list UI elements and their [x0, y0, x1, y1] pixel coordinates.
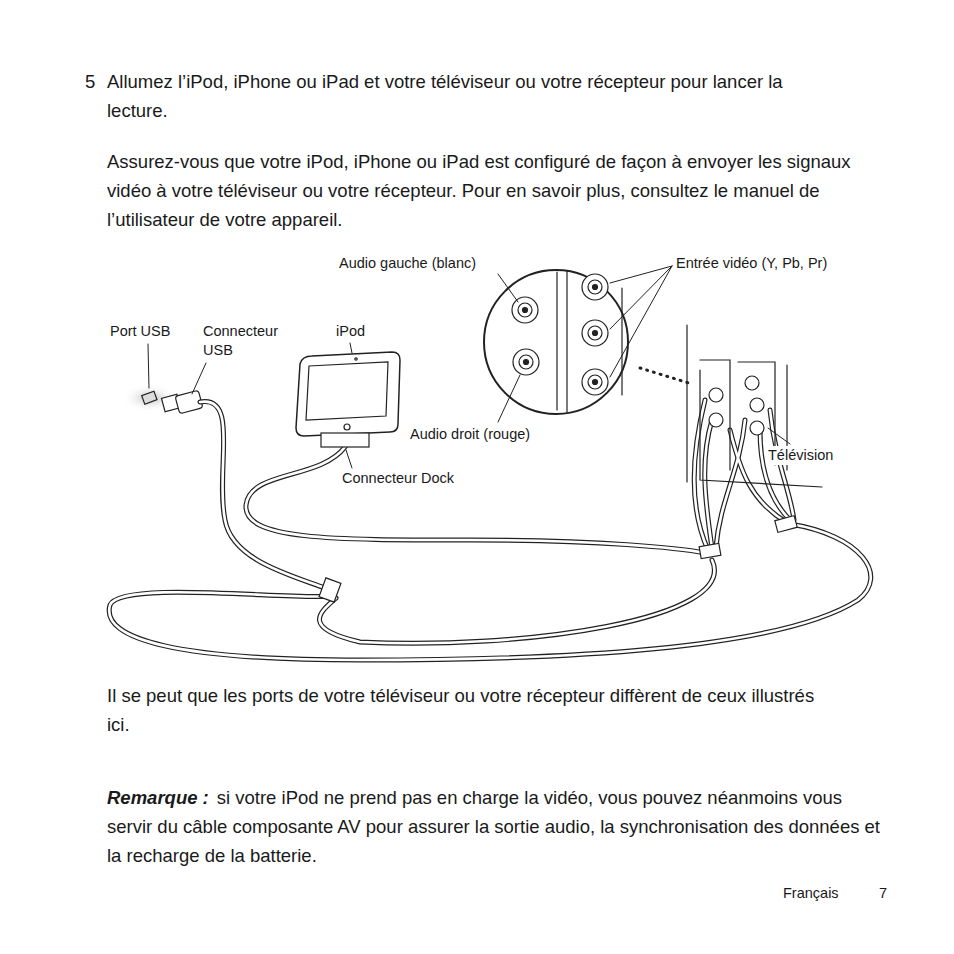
part-label-group: Entrée vidéo (Y, Pb, Pr) [676, 254, 866, 273]
usb-port [142, 391, 157, 404]
part-label-group: iPod [336, 322, 376, 341]
part-label-group: Connecteur Dock [342, 469, 492, 488]
ipod [296, 352, 400, 447]
cable-junction [775, 516, 797, 533]
cable-junction [699, 543, 721, 558]
part-label: Audio gauche (blanc) [339, 255, 476, 271]
note-text: si votre iPod ne prend pas en charge la … [107, 787, 880, 866]
part-label: Connecteur USB [203, 323, 278, 358]
step-text-group: Allumez l’iPod, iPhone ou iPad et votre … [107, 67, 827, 125]
cables-inner [109, 400, 871, 660]
leader-lines [148, 266, 790, 468]
tv-jacks [709, 376, 764, 435]
usb-connector [161, 390, 202, 414]
step-number: 5 [85, 71, 95, 92]
dock-connector [321, 433, 369, 447]
part-label-group: Port USB [110, 322, 190, 341]
note-text-group: Remarque :si votre iPod ne prend pas en … [107, 783, 882, 870]
body-text: Il se peut que les ports de votre télévi… [107, 685, 814, 735]
body-text-group: Assurez-vous que votre iPod, iPhone ou i… [107, 147, 877, 234]
step-text: Allumez l’iPod, iPhone ou iPad et votre … [107, 71, 783, 121]
part-label: Télévision [768, 447, 833, 463]
body-text-group: Il se peut que les ports de votre télévi… [107, 681, 827, 739]
body-text: Assurez-vous que votre iPod, iPhone ou i… [107, 151, 851, 230]
part-label: Entrée vidéo (Y, Pb, Pr) [676, 255, 827, 271]
part-label: Audio droit (rouge) [410, 426, 530, 442]
note-text: Remarque : [107, 787, 209, 808]
part-label-group: Télévision [768, 446, 858, 465]
part-label: iPod [336, 323, 365, 339]
page-number-group: 7 [879, 884, 899, 903]
cable-junction [319, 578, 341, 602]
footer-language: Français [783, 885, 839, 901]
part-label-group: Connecteur USB [203, 322, 298, 360]
part-label-group: Audio gauche (blanc) [339, 254, 509, 273]
page-number: 7 [879, 885, 887, 901]
zoom-circle [484, 270, 628, 414]
zoom-dots [640, 368, 692, 384]
footer-language-group: Français [783, 884, 863, 903]
part-label: Port USB [110, 323, 170, 339]
step-number-group: 5 [85, 67, 105, 96]
part-label: Connecteur Dock [342, 470, 454, 486]
cables [109, 400, 871, 660]
part-label-group: Audio droit (rouge) [410, 425, 570, 444]
